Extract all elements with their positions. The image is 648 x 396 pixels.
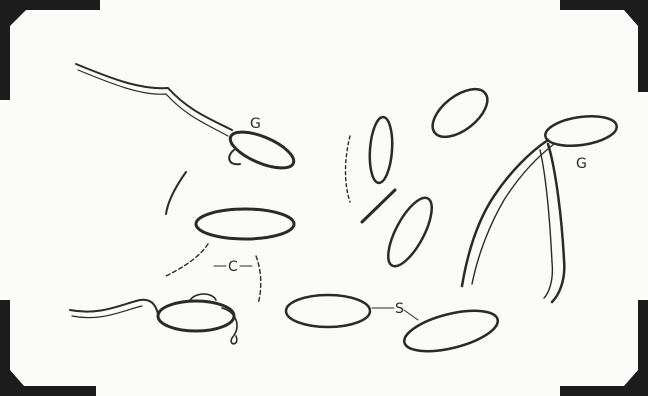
spore-fragment-dashed-left	[166, 244, 208, 276]
spore-fragment-dashed-right	[256, 256, 261, 304]
label-c-center-left: C	[228, 259, 238, 275]
germ-tube	[76, 64, 232, 130]
germ-tube-left-branch	[462, 140, 548, 286]
label-g-upper-right: G	[576, 156, 587, 172]
spore-upper-right-small	[424, 80, 495, 146]
spore-bottom-right	[400, 303, 501, 359]
photo-corner-top-left	[0, 0, 100, 100]
germ-tube-right-branch-inner	[540, 150, 552, 298]
spore-fragment-small	[166, 172, 186, 214]
label-g-upper-left: G	[250, 116, 261, 132]
photo-corner-bottom-left	[0, 300, 96, 396]
label-s-pointer-right	[404, 310, 418, 320]
germinating-spore-upper-left	[76, 64, 298, 175]
spore-bottom-left	[286, 295, 370, 327]
spore-vertical-center-top	[368, 116, 395, 183]
spore-slender-center	[362, 190, 395, 222]
spore-fragment-faint	[346, 136, 351, 202]
germinating-spore-lower-left	[70, 294, 237, 344]
germ-tube	[70, 300, 158, 314]
spore-bump	[190, 294, 216, 300]
spore-tilted-center	[380, 192, 440, 272]
spore-body	[158, 301, 234, 331]
photo-corner-top-right	[560, 0, 648, 92]
label-s-bottom: S	[395, 301, 404, 317]
photo-corner-bottom-right	[560, 300, 648, 396]
spore-body	[543, 112, 618, 150]
germ-tube-right-branch	[548, 144, 564, 302]
germinating-spore-right	[462, 112, 619, 302]
spore-body	[226, 125, 299, 176]
spore-horizontal-center	[196, 209, 294, 239]
germ-tube-inner	[78, 70, 228, 136]
